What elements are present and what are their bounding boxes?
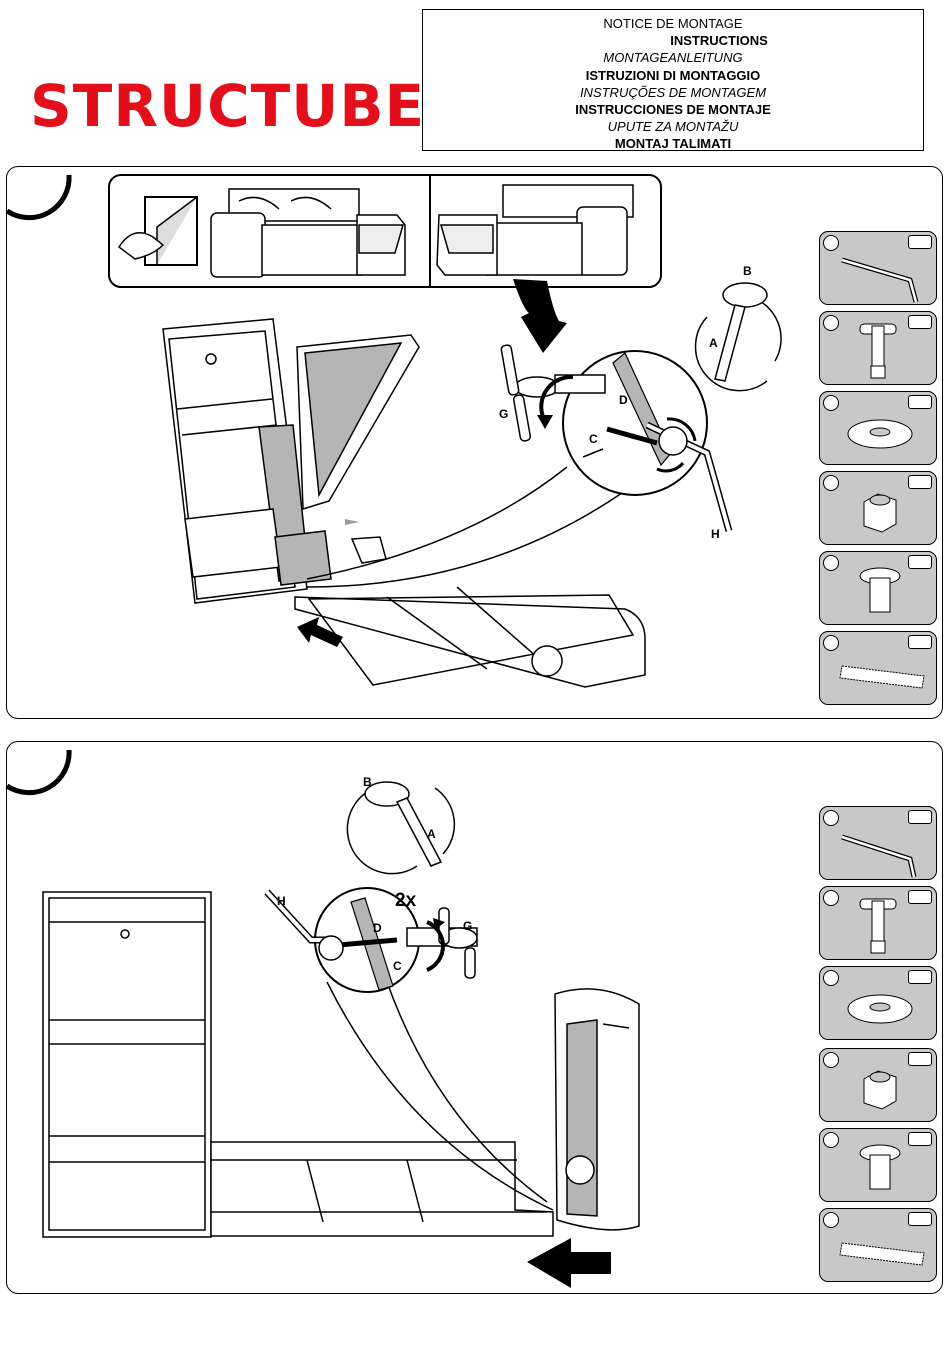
title-line-tr: MONTAJ TALIMATI: [423, 135, 923, 152]
sofa-module-back: [43, 892, 211, 1237]
label-a: A: [427, 827, 436, 841]
title-line-es: INSTRUCCIONES DE MONTAJE: [423, 101, 923, 118]
title-line-pt: INSTRUÇÕES DE MONTAGEM: [423, 84, 923, 101]
label-c: C: [393, 959, 402, 973]
armrest-panel: [555, 989, 639, 1230]
step-2-illustration: H D C G 2x B A: [7, 742, 944, 1295]
label-a: A: [709, 336, 718, 350]
nut-icon: [820, 1049, 938, 1123]
part-threaded-rod: [819, 631, 937, 705]
allen-key-icon: [820, 807, 938, 881]
brand-logo: STRUCTUBE: [30, 72, 425, 140]
part-allen-key: [819, 806, 937, 880]
title-line-hr: UPUTE ZA MONTAŽU: [423, 118, 923, 135]
title-line-en: INSTRUCTIONS: [423, 32, 923, 49]
threaded-rod-icon: [820, 632, 938, 706]
label-b: B: [363, 775, 372, 789]
instructions-title-box: NOTICE DE MONTAGE INSTRUCTIONS MONTAGEAN…: [422, 9, 924, 151]
part-nut: [819, 471, 937, 545]
t-bolt-icon: [820, 887, 938, 961]
step-2-panel: H D C G 2x B A: [6, 741, 943, 1294]
threaded-rod-icon: [820, 1209, 938, 1283]
label-b: B: [743, 264, 752, 278]
sofa-base-frame: [295, 537, 645, 687]
label-d: D: [373, 921, 382, 935]
backrest-panel: [297, 335, 419, 509]
step-1-panel: G C D H B A: [6, 166, 943, 719]
step-1-illustration: G C D H B A: [7, 167, 944, 720]
part-nut: [819, 1048, 937, 1122]
title-line-it: ISTRUZIONI DI MONTAGGIO: [423, 67, 923, 84]
label-d: D: [619, 393, 628, 407]
label-c: C: [589, 432, 598, 446]
washer-icon: [820, 392, 938, 466]
barrel-nut-icon: [820, 1129, 938, 1203]
title-line-de: MONTAGEANLEITUNG: [423, 49, 923, 66]
label-g: G: [499, 407, 508, 421]
label-h: H: [711, 527, 720, 541]
title-line-fr: NOTICE DE MONTAGE: [423, 15, 923, 32]
label-h: H: [277, 894, 286, 908]
nut-icon: [820, 472, 938, 546]
part-t-bolt: [819, 886, 937, 960]
part-t-bolt: [819, 311, 937, 385]
part-barrel-nut: [819, 551, 937, 625]
bolt-rotation-icon: [347, 782, 454, 874]
part-allen-key: [819, 231, 937, 305]
sofa-base-frame: [211, 1142, 553, 1236]
part-washer: [819, 391, 937, 465]
t-bolt-icon: [820, 312, 938, 386]
washer-icon: [820, 967, 938, 1041]
part-barrel-nut: [819, 1128, 937, 1202]
allen-key-icon: [820, 232, 938, 306]
label-g: G: [463, 919, 472, 933]
barrel-nut-icon: [820, 552, 938, 626]
part-washer: [819, 966, 937, 1040]
part-threaded-rod: [819, 1208, 937, 1282]
label-count: 2x: [395, 890, 417, 911]
